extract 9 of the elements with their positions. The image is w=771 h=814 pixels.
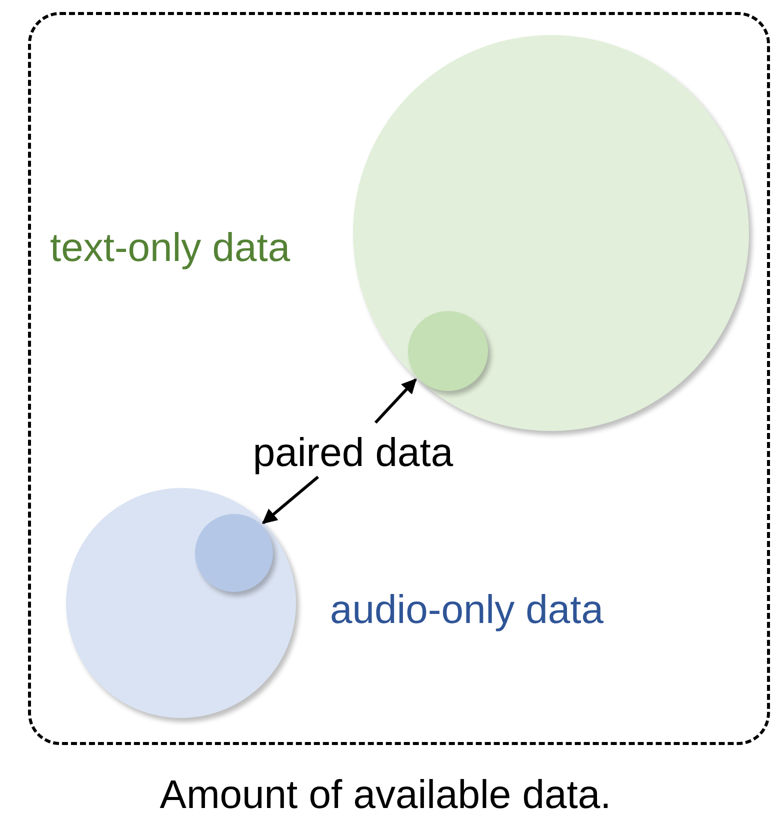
text-label: paired data (225, 430, 481, 476)
circle (195, 514, 273, 592)
text-label: text-only data (50, 225, 290, 271)
text-label: audio-only data (330, 587, 604, 633)
caption: Amount of available data. (158, 772, 612, 814)
arrow (374, 378, 417, 424)
circle (408, 311, 488, 391)
arrow (262, 476, 319, 524)
dashed-boundary-box (28, 12, 770, 745)
